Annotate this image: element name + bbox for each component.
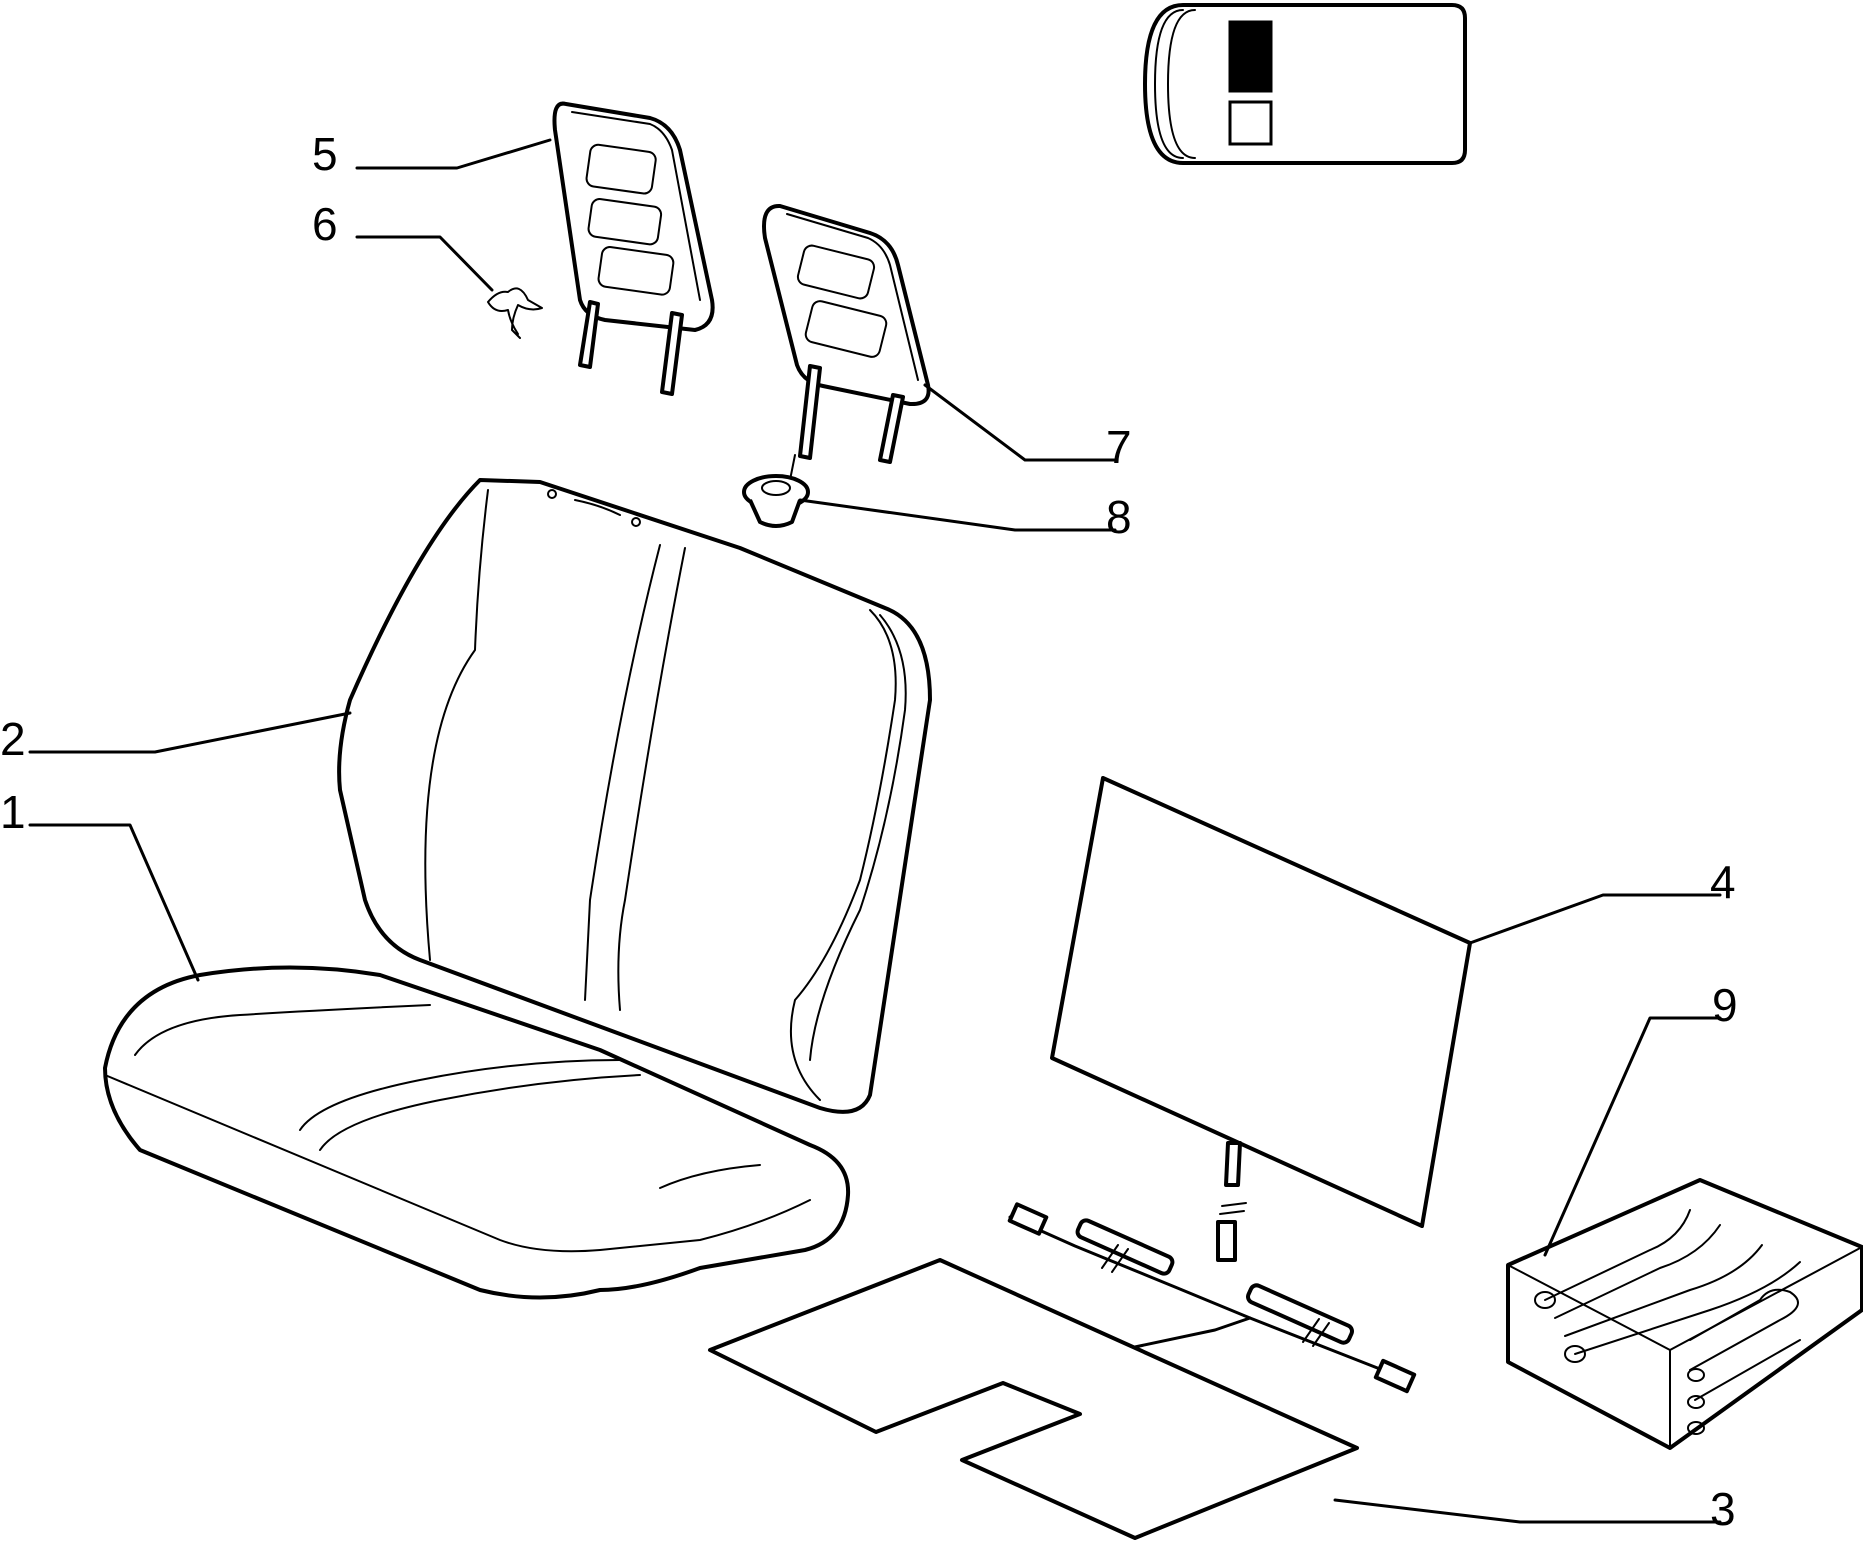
leader-2 (28, 711, 352, 754)
leader-lines (28, 138, 1722, 1524)
leader-1 (28, 823, 200, 982)
wiring-harness (1007, 1202, 1417, 1394)
legend-swatch-filled (1228, 20, 1273, 93)
control-box (1506, 1178, 1863, 1450)
callout-2: 2 (0, 713, 26, 765)
leader-7 (923, 383, 1117, 462)
legend-swatch-empty (1228, 100, 1273, 146)
callout-4: 4 (1710, 856, 1736, 908)
leader-4 (1468, 893, 1722, 945)
legend-key (1143, 3, 1467, 165)
callout-1: 1 (0, 786, 26, 838)
leader-8 (798, 498, 1117, 532)
leader-3 (1333, 1498, 1722, 1524)
heating-pad-seat (708, 1258, 1359, 1540)
callout-9: 9 (1712, 979, 1738, 1031)
grommet (742, 454, 810, 528)
callout-labels: 1 2 3 4 5 6 7 8 9 (0, 128, 1738, 1535)
callout-8: 8 (1106, 491, 1132, 543)
clip (487, 287, 543, 339)
seat-backrest (337, 478, 932, 1114)
leader-5 (355, 138, 552, 170)
headrest-right (762, 204, 931, 464)
callout-6: 6 (312, 198, 338, 250)
seat-cushion (103, 965, 851, 1300)
callout-7: 7 (1106, 421, 1132, 473)
leader-6 (355, 235, 494, 292)
callout-5: 5 (312, 128, 338, 180)
heating-pad-back (1050, 776, 1472, 1262)
headrest-left (552, 101, 715, 396)
leader-9 (1543, 1016, 1722, 1257)
callout-3: 3 (1710, 1483, 1736, 1535)
